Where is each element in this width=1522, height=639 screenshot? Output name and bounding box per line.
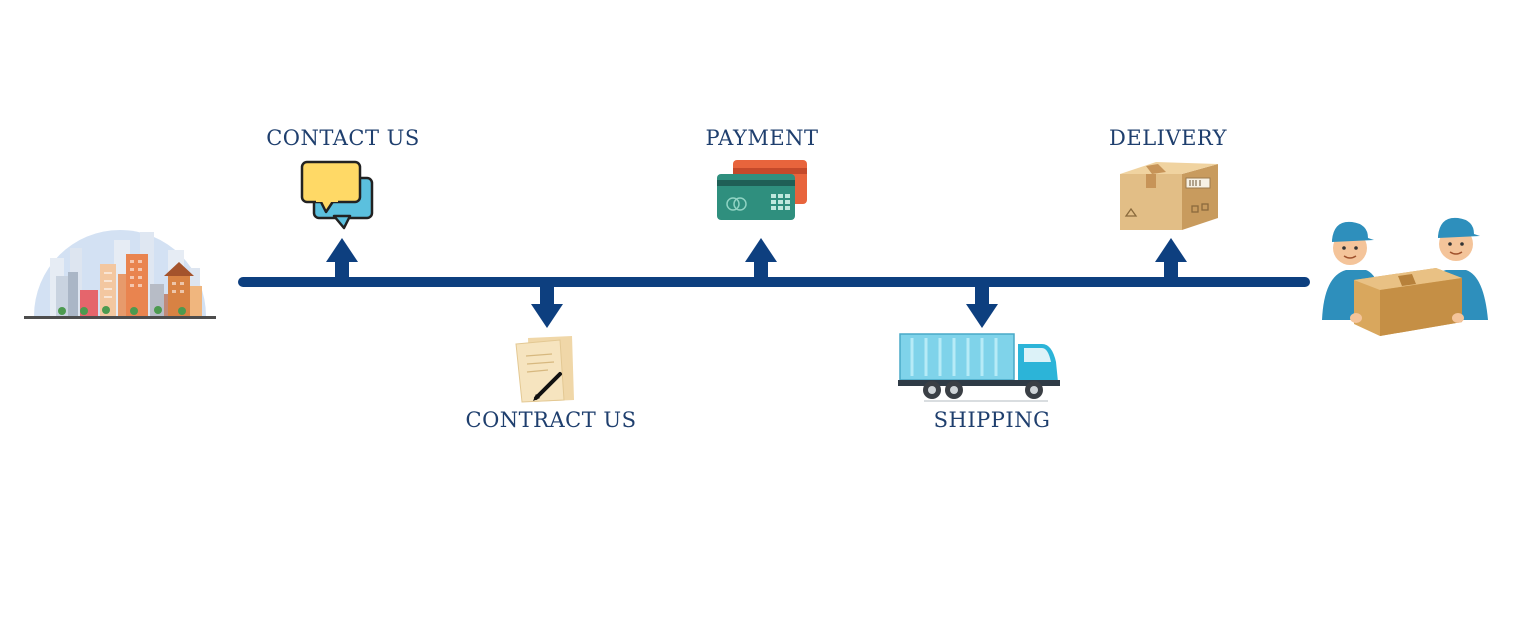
city-skyline-icon xyxy=(24,230,216,319)
signed-document-icon xyxy=(515,336,574,403)
arrow-up-contact xyxy=(326,238,358,280)
step-label-contact: CONTACT US xyxy=(266,126,420,150)
arrow-down-shipping xyxy=(966,284,998,328)
credit-cards-icon xyxy=(717,160,807,220)
cardboard-box-icon xyxy=(1120,162,1218,230)
step-label-delivery: DELIVERY xyxy=(1109,126,1227,150)
step-label-shipping: SHIPPING xyxy=(933,408,1051,432)
step-label-contract: CONTRACT US xyxy=(465,408,637,432)
delivery-workers-icon xyxy=(1322,217,1488,336)
timeline-bar xyxy=(238,277,1310,287)
delivery-truck-icon xyxy=(898,333,1060,402)
arrow-down-contract xyxy=(531,284,563,328)
arrow-up-payment xyxy=(745,238,777,280)
chat-bubbles-icon xyxy=(300,160,374,230)
step-label-payment: PAYMENT xyxy=(705,126,819,150)
arrow-up-delivery xyxy=(1155,238,1187,280)
